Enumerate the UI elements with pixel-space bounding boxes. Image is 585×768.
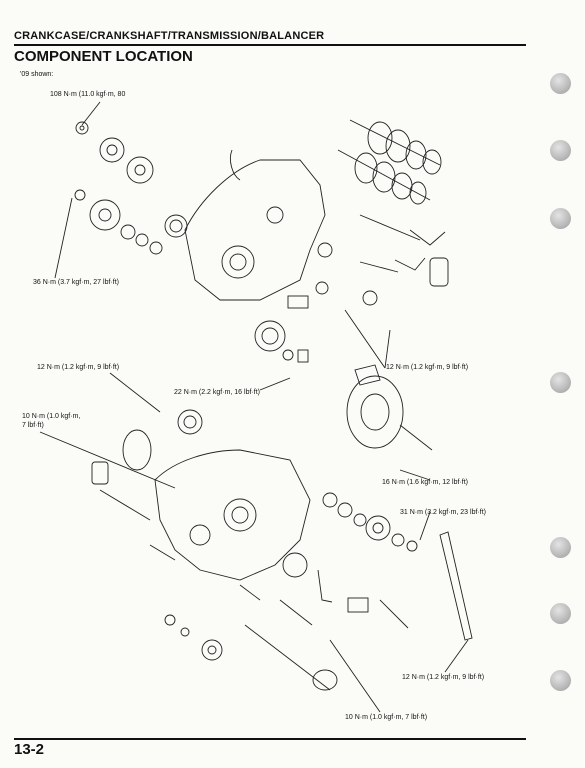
torque-label-31: 31 N·m (3.2 kgf·m, 23 lbf·ft): [400, 509, 486, 516]
section-tab-marker: [550, 73, 571, 94]
torque-label-10-a-line2: 7 lbf·ft): [22, 422, 44, 429]
section-tab-marker: [550, 140, 571, 161]
torque-label-36: 36 N·m (3.7 kgf·m, 27 lbf·ft): [33, 279, 119, 286]
page-number: 13-2: [14, 741, 45, 758]
page-title: COMPONENT LOCATION: [14, 48, 193, 65]
section-tab-marker: [550, 603, 571, 624]
header-rule: [14, 44, 526, 46]
section-header: CRANKCASE/CRANKSHAFT/TRANSMISSION/BALANC…: [14, 30, 325, 42]
torque-label-12-b: 12 N·m (1.2 kgf·m, 9 lbf·ft): [386, 364, 469, 371]
section-tab-marker: [550, 372, 571, 393]
section-tab-marker: [550, 670, 571, 691]
torque-label-22: 22 N·m (2.2 kgf·m, 16 lbf·ft): [174, 389, 260, 396]
footer-rule: [14, 738, 526, 740]
torque-label-10-b: 10 N·m (1.0 kgf·m, 7 lbf·ft): [345, 714, 428, 721]
torque-label-12-a: 12 N·m (1.2 kgf·m, 9 lbf·ft): [37, 364, 120, 371]
torque-label-108: 108 N·m (11.0 kgf·m, 80: [50, 91, 126, 98]
torque-label-16: 16 N·m (1.6 kgf·m, 12 lbf·ft): [382, 479, 468, 486]
torque-label-10-a-line1: 10 N·m (1.0 kgf·m,: [22, 413, 81, 420]
model-note: '09 shown:: [20, 71, 54, 78]
section-tab-marker: [550, 537, 571, 558]
section-tab-marker: [550, 208, 571, 229]
torque-label-12-c: 12 N·m (1.2 kgf·m, 9 lbf·ft): [402, 674, 485, 681]
